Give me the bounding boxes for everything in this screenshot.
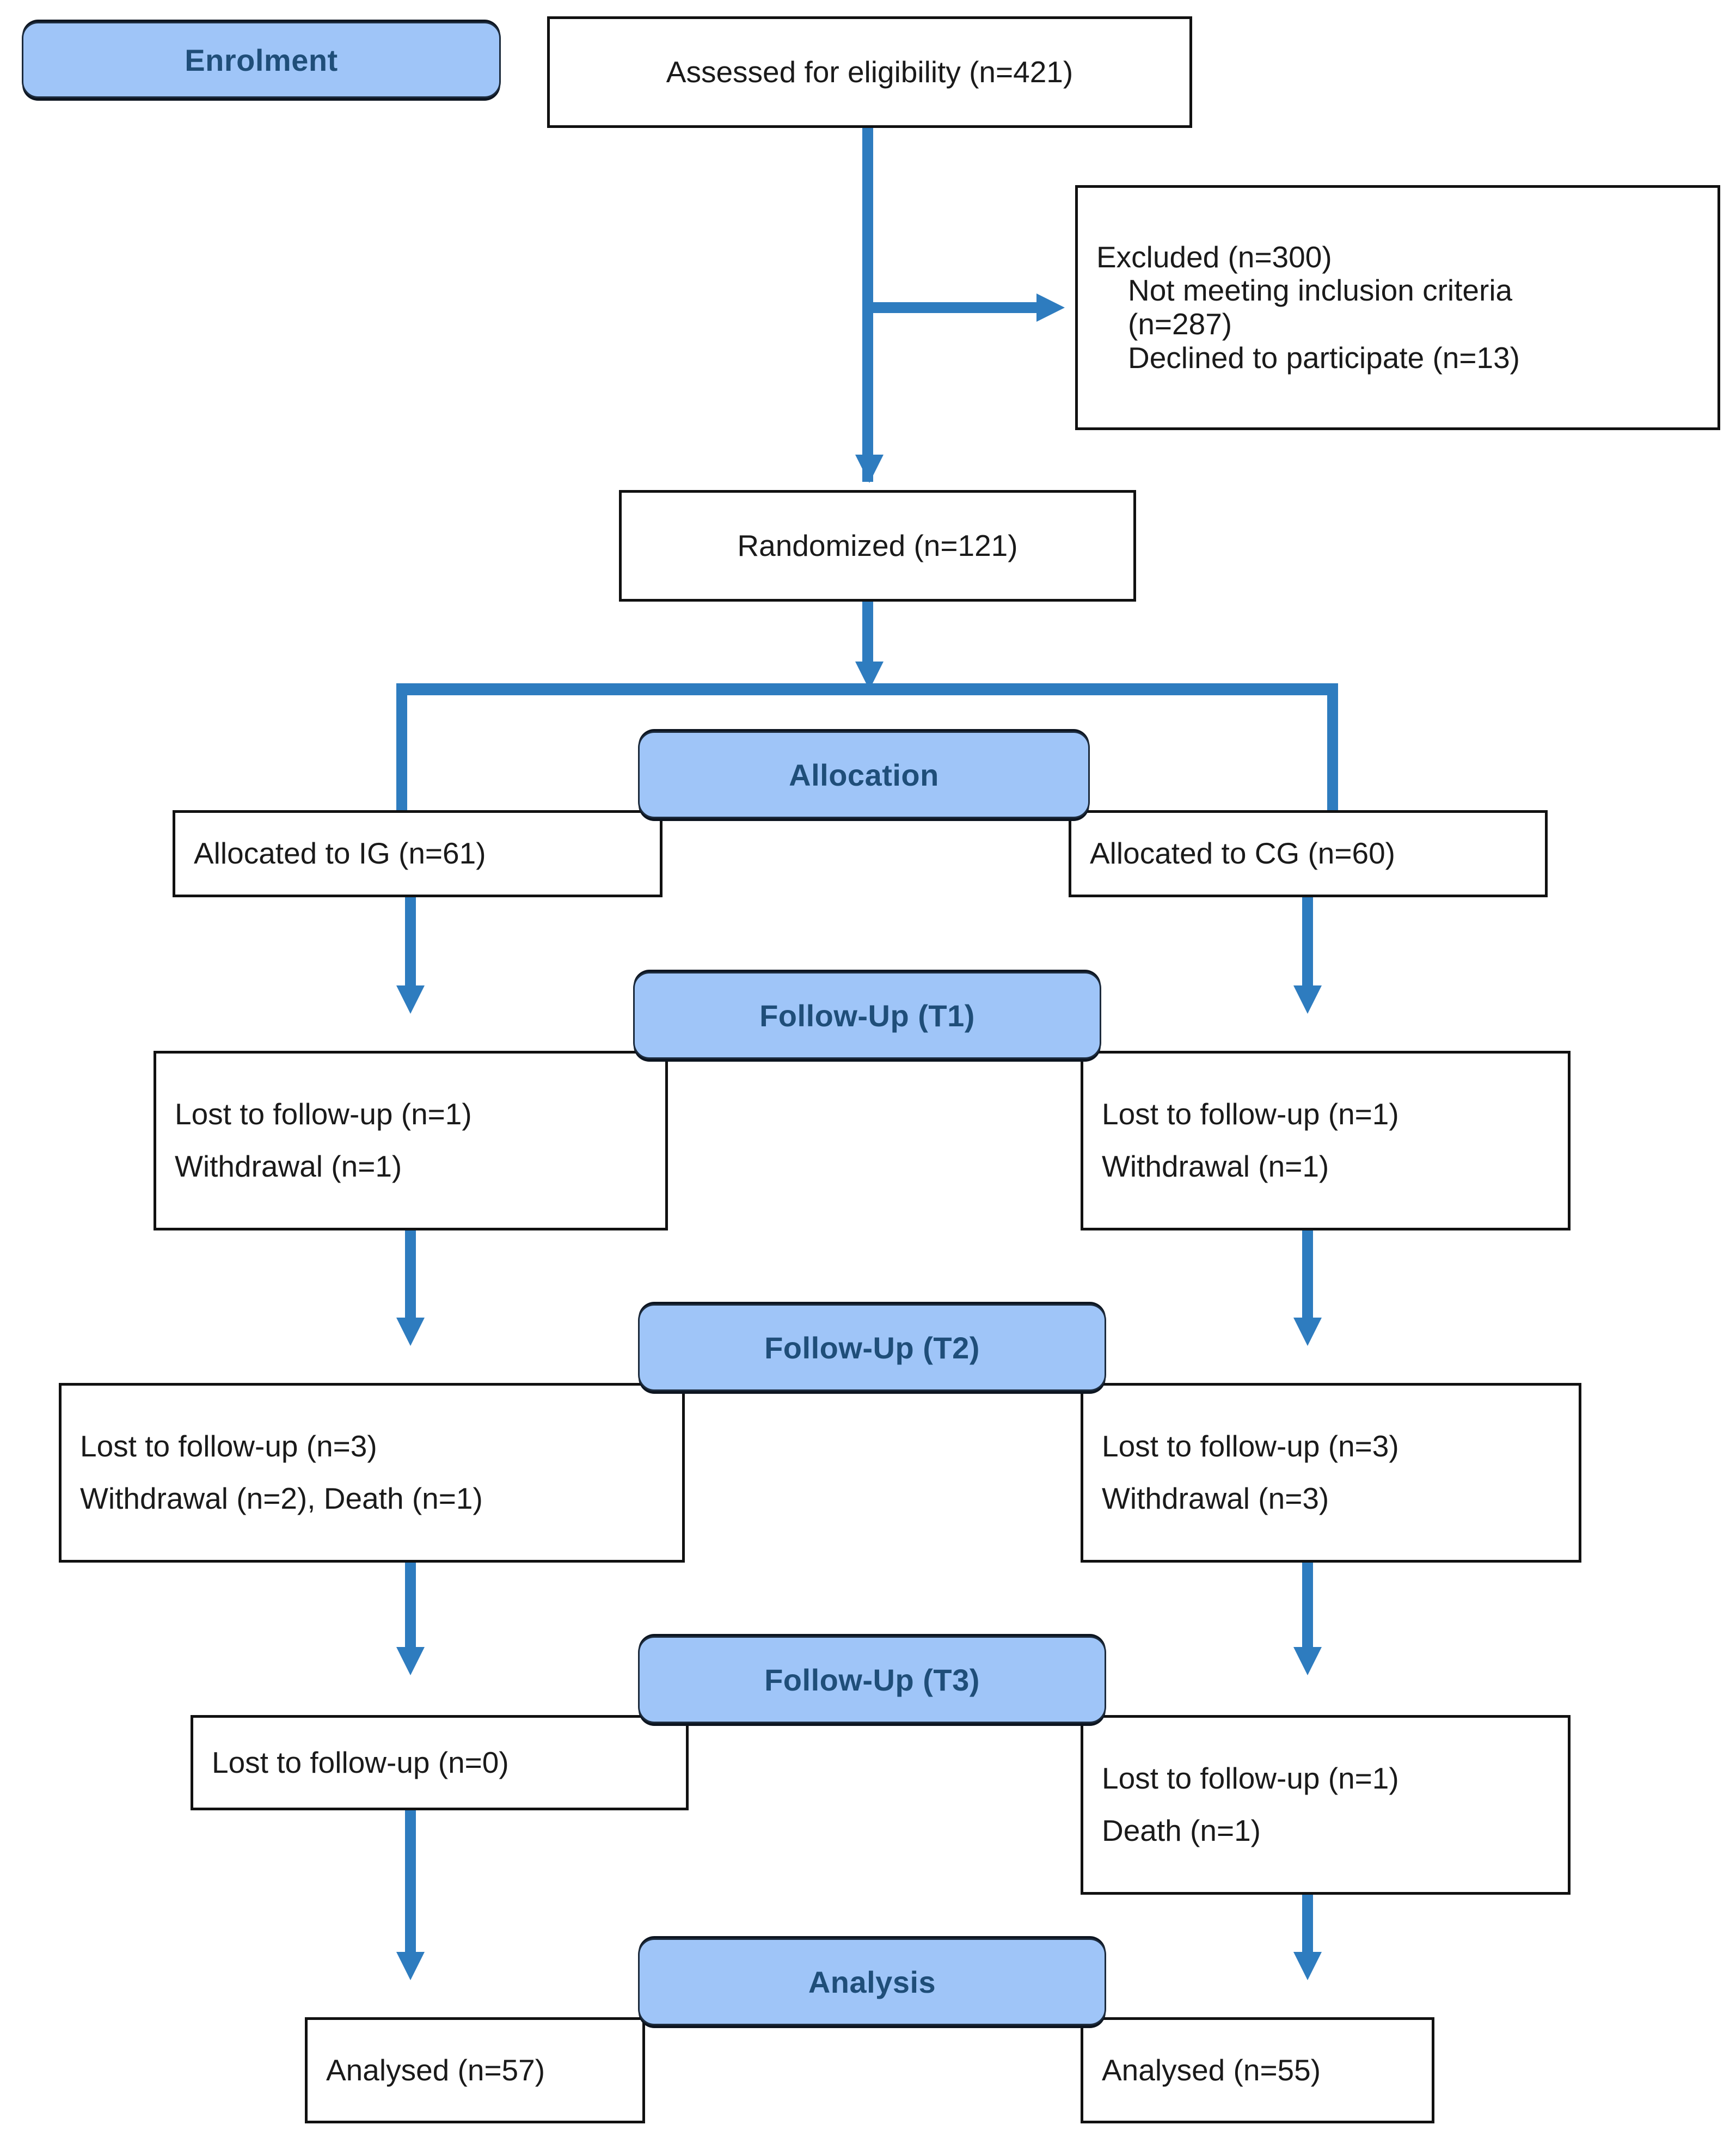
excluded-line-1: Excluded (n=300) xyxy=(1096,240,1332,274)
connector-ig-t3-to-analysis xyxy=(405,1810,416,1968)
node-t2-cg: Lost to follow-up (n=3) Withdrawal (n=3) xyxy=(1081,1383,1581,1563)
connector-cg-t3-to-analysis xyxy=(1302,1895,1313,1965)
connector-to-excluded xyxy=(873,302,1036,313)
stage-badge-enrolment-label: Enrolment xyxy=(185,42,338,77)
node-t1-cg: Lost to follow-up (n=1) Withdrawal (n=1) xyxy=(1081,1051,1571,1230)
connector-ig-allocation-to-t1 xyxy=(405,897,416,1001)
arrowhead-ig-t2-to-t3 xyxy=(396,1647,425,1675)
connector-ig-t2-to-t3 xyxy=(405,1563,416,1663)
t2-ig-line-1: Lost to follow-up (n=3) xyxy=(80,1429,377,1464)
arrowhead-ig-t3-to-analysis xyxy=(396,1952,425,1980)
excluded-line-2: Not meeting inclusion criteria xyxy=(1128,273,1513,308)
assessed-line-1: Assessed for eligibility (n=421) xyxy=(666,54,1074,89)
stage-badge-followup-t2-label: Follow-Up (T2) xyxy=(764,1330,980,1365)
t3-cg-line-2: Death (n=1) xyxy=(1102,1814,1261,1847)
node-assessed-for-eligibility: Assessed for eligibility (n=421) xyxy=(547,16,1192,128)
arrowhead-assessed-to-randomized xyxy=(855,455,884,483)
stage-badge-allocation-label: Allocation xyxy=(789,757,939,792)
stage-badge-enrolment: Enrolment xyxy=(22,22,501,98)
stage-badge-followup-t3: Follow-Up (T3) xyxy=(638,1636,1106,1723)
connector-assessed-to-randomized xyxy=(862,128,873,482)
allocated-ig-line-1: Allocated to IG (n=61) xyxy=(194,836,486,871)
node-randomized: Randomized (n=121) xyxy=(619,490,1136,602)
stage-badge-followup-t2: Follow-Up (T2) xyxy=(638,1304,1106,1391)
t3-cg-line-1: Lost to follow-up (n=1) xyxy=(1102,1761,1399,1796)
node-t1-ig: Lost to follow-up (n=1) Withdrawal (n=1) xyxy=(154,1051,668,1230)
node-analysed-ig: Analysed (n=57) xyxy=(305,2017,645,2123)
node-excluded: Excluded (n=300) Not meeting inclusion c… xyxy=(1075,185,1720,430)
connector-cg-t1-to-t2 xyxy=(1302,1230,1313,1334)
node-allocated-cg: Allocated to CG (n=60) xyxy=(1069,810,1548,897)
stage-badge-followup-t1: Follow-Up (T1) xyxy=(633,972,1101,1059)
arrowhead-cg-t1-to-t2 xyxy=(1293,1318,1322,1346)
connector-cg-t2-to-t3 xyxy=(1302,1563,1313,1663)
connector-randomized-down xyxy=(862,602,873,670)
connector-allocation-left-arm xyxy=(396,683,407,852)
t1-cg-line-2: Withdrawal (n=1) xyxy=(1102,1149,1329,1183)
node-t3-cg: Lost to follow-up (n=1) Death (n=1) xyxy=(1081,1715,1571,1895)
t1-cg-line-1: Lost to follow-up (n=1) xyxy=(1102,1097,1399,1131)
arrowhead-cg-allocation-to-t1 xyxy=(1293,985,1322,1014)
node-allocated-ig: Allocated to IG (n=61) xyxy=(173,810,662,897)
t2-cg-line-2: Withdrawal (n=3) xyxy=(1102,1481,1329,1515)
stage-badge-followup-t3-label: Follow-Up (T3) xyxy=(764,1662,980,1697)
node-t3-ig: Lost to follow-up (n=0) xyxy=(191,1715,689,1810)
connector-cg-allocation-to-t1 xyxy=(1302,897,1313,1001)
t2-ig-line-2: Withdrawal (n=2), Death (n=1) xyxy=(80,1481,483,1515)
arrowhead-to-excluded xyxy=(1036,293,1065,322)
node-t2-ig: Lost to follow-up (n=3) Withdrawal (n=2)… xyxy=(59,1383,685,1563)
allocated-cg-line-1: Allocated to CG (n=60) xyxy=(1090,836,1395,871)
arrowhead-cg-t3-to-analysis xyxy=(1293,1952,1322,1980)
t1-ig-line-1: Lost to follow-up (n=1) xyxy=(175,1097,472,1131)
stage-badge-analysis: Analysis xyxy=(638,1938,1106,2025)
randomized-line-1: Randomized (n=121) xyxy=(737,528,1018,562)
t1-ig-line-2: Withdrawal (n=1) xyxy=(175,1149,402,1183)
excluded-line-3: (n=287) xyxy=(1128,307,1232,341)
excluded-line-4: Declined to participate (n=13) xyxy=(1128,340,1520,375)
arrowhead-ig-allocation-to-t1 xyxy=(396,985,425,1014)
analysed-cg-line-1: Analysed (n=55) xyxy=(1102,2053,1321,2087)
stage-badge-analysis-label: Analysis xyxy=(808,1964,936,1999)
stage-badge-followup-t1-label: Follow-Up (T1) xyxy=(759,998,975,1033)
t3-ig-line-1: Lost to follow-up (n=0) xyxy=(212,1745,509,1779)
t2-cg-line-1: Lost to follow-up (n=3) xyxy=(1102,1429,1399,1464)
connector-allocation-split-bar xyxy=(396,683,1338,695)
connector-ig-t1-to-t2 xyxy=(405,1230,416,1334)
arrowhead-cg-t2-to-t3 xyxy=(1293,1647,1322,1675)
analysed-ig-line-1: Analysed (n=57) xyxy=(326,2053,545,2087)
arrowhead-ig-t1-to-t2 xyxy=(396,1318,425,1346)
connector-allocation-right-arm xyxy=(1327,683,1338,852)
node-analysed-cg: Analysed (n=55) xyxy=(1081,2017,1434,2123)
stage-badge-allocation: Allocation xyxy=(638,731,1090,818)
